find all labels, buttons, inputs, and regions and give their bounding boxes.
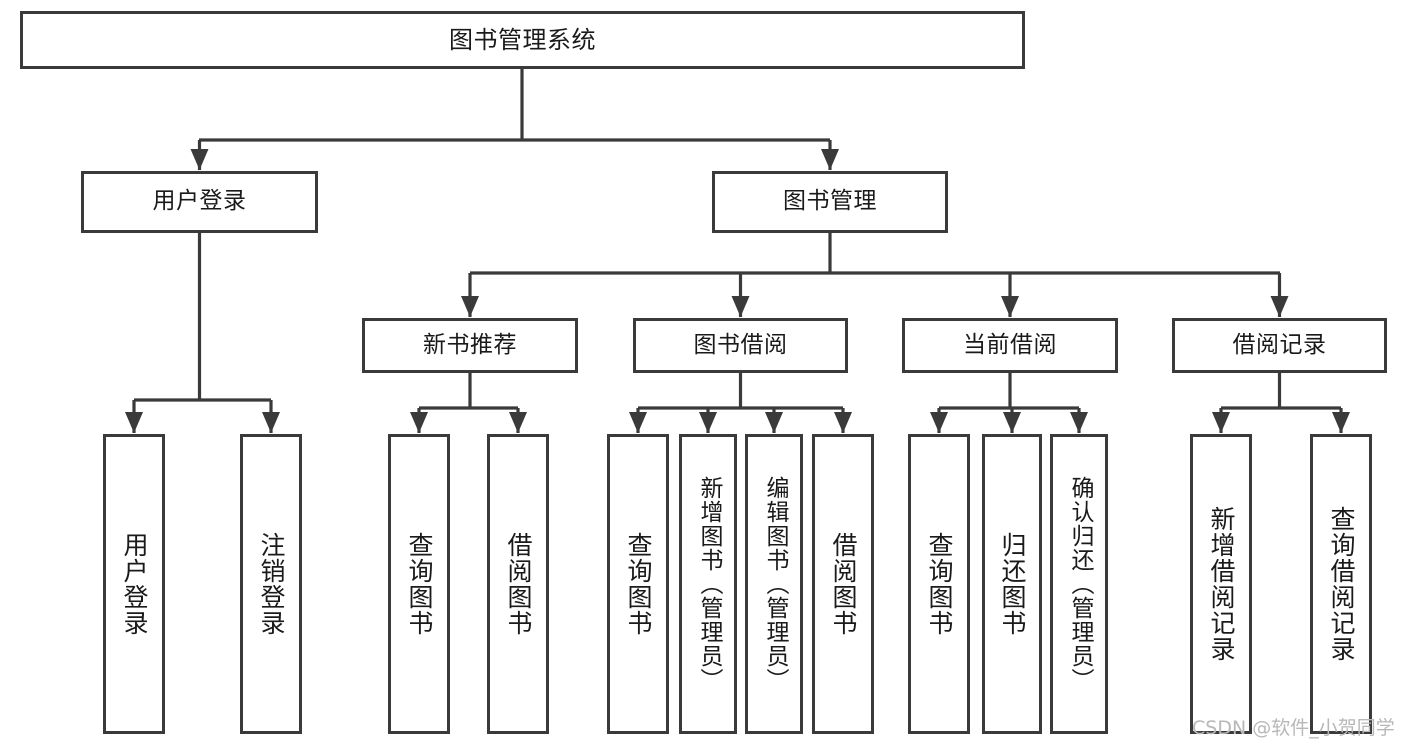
node-label: 查询借阅记录	[1327, 506, 1356, 662]
node-label: 新书推荐	[423, 331, 517, 358]
node-user-login[interactable]: 用户登录	[81, 171, 318, 233]
node-label: 图书管理系统	[449, 25, 596, 54]
node-label: 用户登录	[152, 188, 247, 215]
node-label: 借阅图书	[504, 532, 533, 636]
node-label: 确认归还（管理员）	[1066, 476, 1093, 692]
node-label: 查询图书	[925, 532, 954, 636]
node-leaf-edit-book[interactable]: 编辑图书（管理员）	[745, 434, 803, 734]
node-leaf-return-book[interactable]: 归还图书	[982, 434, 1042, 734]
node-label: 编辑图书（管理员）	[761, 476, 788, 692]
node-book-borrow[interactable]: 图书借阅	[633, 318, 848, 373]
node-leaf-user-login[interactable]: 用户登录	[103, 434, 165, 734]
node-label: 图书借阅	[693, 331, 788, 358]
node-leaf-query-book-2[interactable]: 查询图书	[607, 434, 669, 734]
node-label: 当前借阅	[963, 331, 1057, 358]
node-leaf-query-record[interactable]: 查询借阅记录	[1310, 434, 1372, 734]
node-label: 查询图书	[405, 532, 434, 636]
node-label: 注销登录	[257, 532, 286, 636]
node-leaf-logout[interactable]: 注销登录	[240, 434, 302, 734]
node-book-manage[interactable]: 图书管理	[712, 171, 948, 233]
node-leaf-add-record[interactable]: 新增借阅记录	[1190, 434, 1252, 734]
node-root[interactable]: 图书管理系统	[20, 11, 1025, 69]
node-label: 新增借阅记录	[1207, 506, 1236, 662]
node-label: 借阅图书	[829, 532, 858, 636]
node-leaf-query-book-3[interactable]: 查询图书	[908, 434, 970, 734]
node-leaf-borrow-book-2[interactable]: 借阅图书	[812, 434, 874, 734]
node-label: 用户登录	[120, 532, 149, 636]
node-label: 查询图书	[624, 532, 653, 636]
node-label: 图书管理	[783, 188, 877, 215]
node-leaf-add-book[interactable]: 新增图书（管理员）	[679, 434, 737, 734]
node-borrow-record[interactable]: 借阅记录	[1172, 318, 1387, 373]
node-label: 归还图书	[998, 532, 1027, 636]
node-leaf-query-book-1[interactable]: 查询图书	[388, 434, 450, 734]
node-label: 借阅记录	[1232, 331, 1327, 358]
node-leaf-borrow-book-1[interactable]: 借阅图书	[487, 434, 549, 734]
node-new-book-rec[interactable]: 新书推荐	[362, 318, 578, 373]
node-leaf-confirm-return[interactable]: 确认归还（管理员）	[1050, 434, 1108, 734]
node-current-borrow[interactable]: 当前借阅	[902, 318, 1118, 373]
node-label: 新增图书（管理员）	[695, 476, 722, 692]
watermark-text: CSDN @软件_小贺同学	[1192, 717, 1395, 739]
